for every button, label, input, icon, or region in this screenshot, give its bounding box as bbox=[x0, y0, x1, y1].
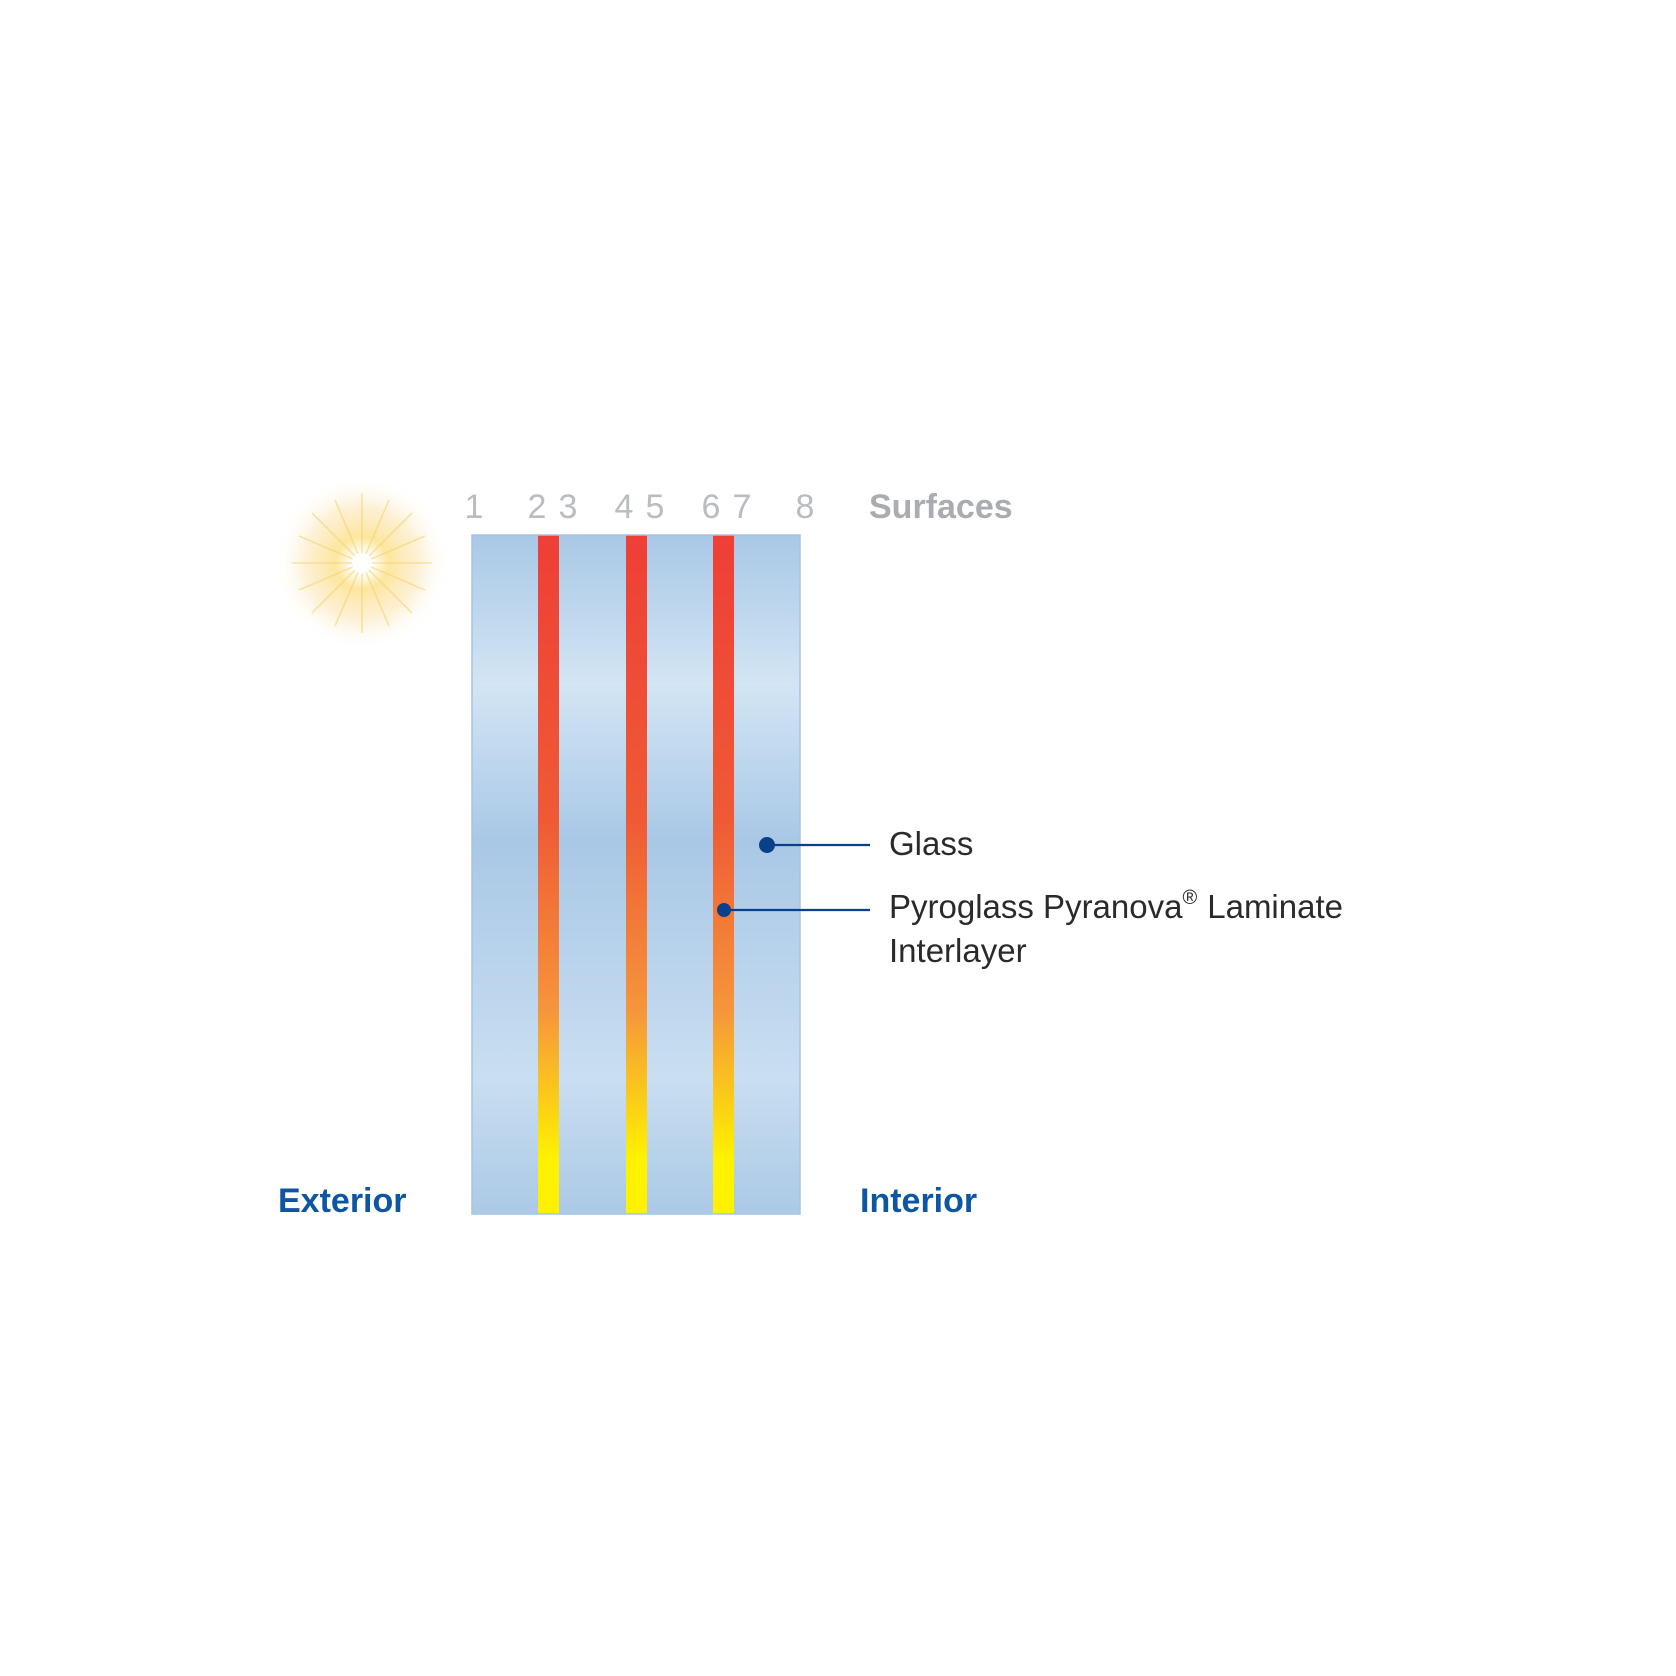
interlayer-callout: Pyroglass Pyranova® Laminate Interlayer bbox=[717, 887, 1343, 969]
glass-pane-2 bbox=[559, 535, 626, 1214]
registered-mark: ® bbox=[1182, 887, 1197, 909]
interlayer-label-main: Pyroglass Pyranova bbox=[889, 888, 1183, 925]
interlayer-callout-dot bbox=[717, 903, 731, 917]
interlayer-label-end: Laminate bbox=[1207, 888, 1343, 925]
glass-pane-3 bbox=[647, 535, 713, 1214]
surface-number-1: 1 bbox=[465, 488, 484, 526]
glass-pane-4 bbox=[734, 535, 800, 1214]
glass-callout-label: Glass bbox=[889, 825, 973, 862]
surface-number-8: 8 bbox=[796, 488, 815, 526]
surfaces-title: Surfaces bbox=[869, 488, 1013, 526]
surface-number-6: 6 bbox=[702, 488, 721, 526]
surface-number-7: 7 bbox=[733, 488, 752, 526]
interior-label: Interior bbox=[860, 1182, 977, 1220]
glass-callout-dot bbox=[759, 837, 775, 853]
surface-numbers: 1 2 3 4 5 6 7 8 bbox=[465, 488, 815, 526]
glass-callout: Glass bbox=[759, 825, 973, 862]
surface-number-3: 3 bbox=[559, 488, 578, 526]
stack-outline bbox=[471, 534, 801, 1215]
exterior-label: Exterior bbox=[278, 1182, 407, 1220]
glass-pane-1 bbox=[472, 535, 538, 1214]
interlayer-1 bbox=[538, 535, 559, 1214]
interlayer-callout-label-line2: Interlayer bbox=[889, 932, 1027, 969]
interlayer-3 bbox=[713, 535, 734, 1214]
interlayer-callout-label: Pyroglass Pyranova® Laminate bbox=[889, 887, 1343, 925]
surface-number-2: 2 bbox=[528, 488, 547, 526]
sun-icon bbox=[274, 475, 450, 651]
glazing-stack bbox=[471, 534, 801, 1215]
interlayer-2 bbox=[626, 535, 647, 1214]
surface-number-4: 4 bbox=[615, 488, 634, 526]
surface-number-5: 5 bbox=[646, 488, 665, 526]
